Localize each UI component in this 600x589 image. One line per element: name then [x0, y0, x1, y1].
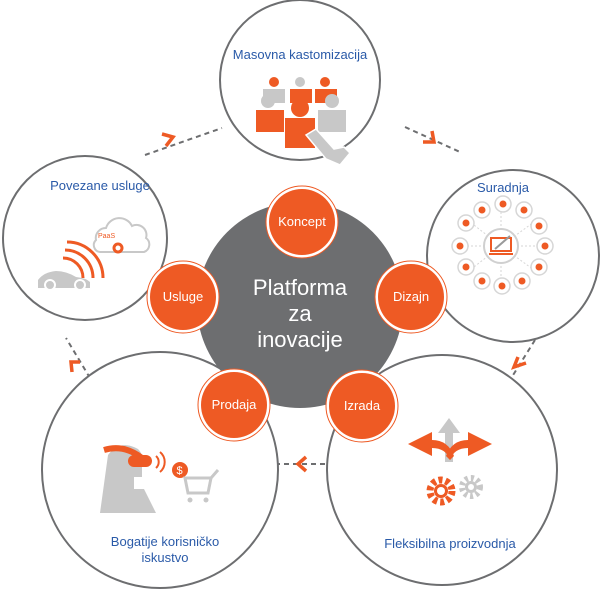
center-title-line3: inovacije — [257, 327, 343, 352]
stage-label-koncept: Koncept — [278, 214, 326, 229]
connector-collaboration-to-manufacturing — [509, 339, 536, 381]
outcome-title-experience-line1: Bogatije korisničko — [110, 534, 220, 549]
stage-label-prodaja: Prodaja — [211, 397, 257, 412]
arrow-head-icon — [295, 455, 308, 473]
stage-label-dizajn: Dizajn — [392, 289, 430, 304]
outcome-title-experience-line2: iskustvo — [141, 550, 189, 565]
svg-text:$: $ — [177, 465, 183, 477]
flexible-manufacturing-icon — [408, 418, 492, 506]
outcome-title-collaboration: Suradnja — [476, 180, 530, 195]
arrow-head-icon — [161, 132, 176, 148]
connector-experience-to-services — [65, 337, 91, 379]
center-platform-circle — [197, 202, 403, 408]
cloud-text: PaaS — [98, 233, 115, 240]
arrow-head-icon — [510, 356, 527, 370]
outcome-title-services: Povezane usluge — [50, 178, 150, 193]
crowd-selection-icon — [256, 77, 352, 166]
connected-car-cloud-icon: PaaS — [38, 217, 151, 291]
outcome-title-manufacturing: Fleksibilna proizvodnja — [384, 536, 516, 551]
stage-node-koncept[interactable] — [265, 185, 339, 259]
stage-node-izrada[interactable] — [325, 369, 399, 443]
arrow-head-icon — [69, 360, 80, 373]
connector-services-to-customization — [144, 127, 223, 156]
stage-node-dizajn[interactable] — [374, 260, 448, 334]
stage-node-usluge[interactable] — [146, 260, 220, 334]
center-title-line1: Platforma — [252, 275, 348, 300]
stage-label-usluge: Usluge — [162, 289, 204, 304]
center-title-line2: za — [288, 301, 312, 326]
arrow-head-icon — [423, 130, 437, 144]
outcome-title-customization: Masovna kastomizacija — [232, 47, 368, 62]
stage-node-prodaja[interactable] — [197, 368, 271, 442]
vr-shopping-icon: $ — [100, 445, 220, 513]
stage-label-izrada: Izrada — [343, 398, 381, 413]
collaboration-network-icon — [451, 195, 554, 295]
